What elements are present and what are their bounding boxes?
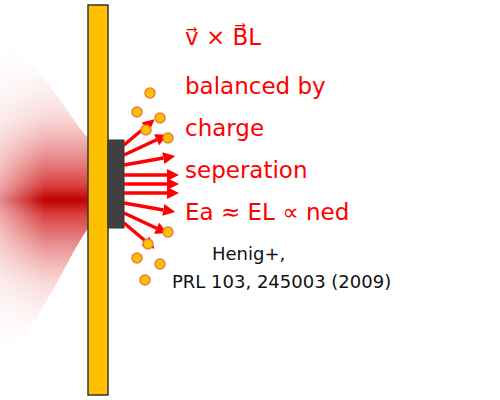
formula-label: Ea ≈ EL ∝ ned [185, 199, 349, 225]
electron [155, 259, 165, 269]
compressed-layer [108, 140, 124, 228]
arrow-shaft [124, 173, 167, 177]
formula-label: v⃗ × B⃗L [185, 24, 261, 50]
electron [132, 107, 142, 117]
arrow-shaft [124, 223, 145, 241]
electron [143, 239, 153, 249]
electron [141, 125, 151, 135]
target-foil [88, 5, 108, 395]
arrow-head [167, 187, 179, 199]
electrons [132, 88, 173, 285]
electron [163, 133, 173, 143]
reference-label: PRL 103, 245003 (2009) [172, 272, 391, 293]
reference-label: Henig+, [212, 244, 285, 265]
arrow-head [162, 152, 175, 164]
electron [132, 253, 142, 263]
arrow-shaft [124, 191, 167, 195]
text-label: balanced by [185, 73, 326, 99]
electron [140, 275, 150, 285]
arrow-shaft [124, 158, 163, 165]
radiation-pressure-arrows [124, 119, 179, 248]
electron [163, 227, 173, 237]
arrow-head [142, 236, 155, 248]
arrow-shaft [124, 182, 167, 186]
arrow-head [162, 204, 175, 216]
laser-beam [0, 40, 90, 360]
arrow-shaft [124, 203, 163, 210]
laser-beam-fade [0, 40, 90, 360]
electron [145, 88, 155, 98]
text-label: seperation [185, 157, 308, 183]
arrow-shaft [124, 140, 157, 155]
electron [155, 113, 165, 123]
text-label: charge [185, 115, 264, 141]
